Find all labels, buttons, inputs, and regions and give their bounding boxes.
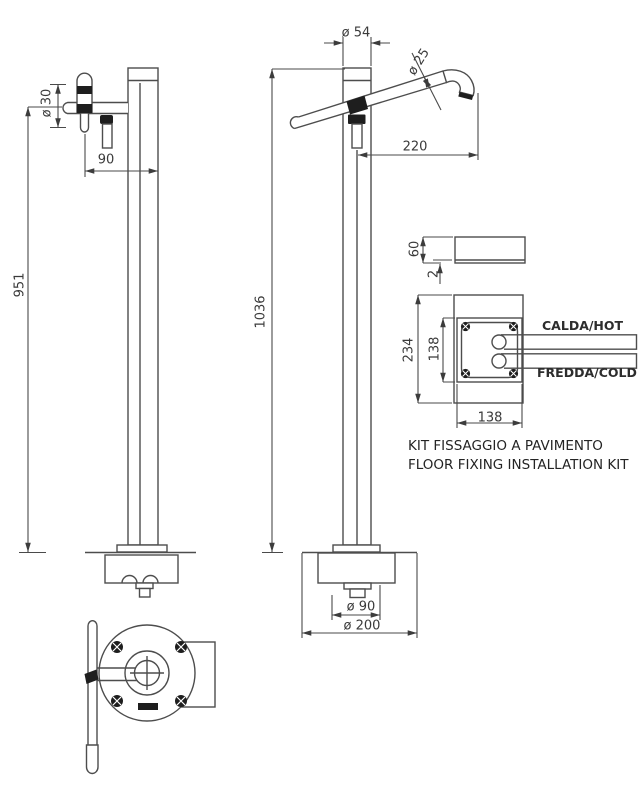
dimension-lines <box>19 37 523 638</box>
hot-supply-label: CALDA/HOT <box>542 318 624 333</box>
dim-label-kit-plate-length: 234 <box>401 337 417 363</box>
dim-label-kit-box-width: 138 <box>477 410 503 426</box>
dim-label-kit-box-inner: 138 <box>427 336 443 362</box>
installation-kit-caption-line1: KIT FISSAGGIO A PAVIMENTO <box>408 438 603 454</box>
dim-label-side-height: 951 <box>12 272 28 298</box>
flange-screws <box>111 641 187 707</box>
cold-supply-label: FREDDA/COLD <box>537 365 637 380</box>
dim-label-base-cover-diameter: ø 90 <box>346 599 376 615</box>
dim-label-front-height: 1036 <box>253 295 269 329</box>
dim-label-spout-reach: 220 <box>402 139 428 155</box>
dim-label-cap-diameter: ø 54 <box>341 25 371 41</box>
front-view <box>289 67 475 599</box>
brand-mark <box>138 703 158 710</box>
dim-label-kit-box-height: 60 <box>407 240 423 258</box>
kit-screws <box>460 321 519 379</box>
installation-kit-caption-line2: FLOOR FIXING INSTALLATION KIT <box>408 457 629 473</box>
dim-label-base-plate-diameter: ø 200 <box>343 618 381 634</box>
dim-label-handle-diameter: ø 30 <box>39 88 55 118</box>
dim-label-handle-offset: 90 <box>97 152 115 168</box>
dim-label-kit-plate-thickness: 2 <box>426 269 442 279</box>
base-plan-view <box>84 620 216 775</box>
fixing-kit-side-view <box>454 236 526 264</box>
fixing-kit-plan-view <box>453 294 638 404</box>
supply-pipes <box>501 334 638 369</box>
side-view <box>62 67 196 598</box>
